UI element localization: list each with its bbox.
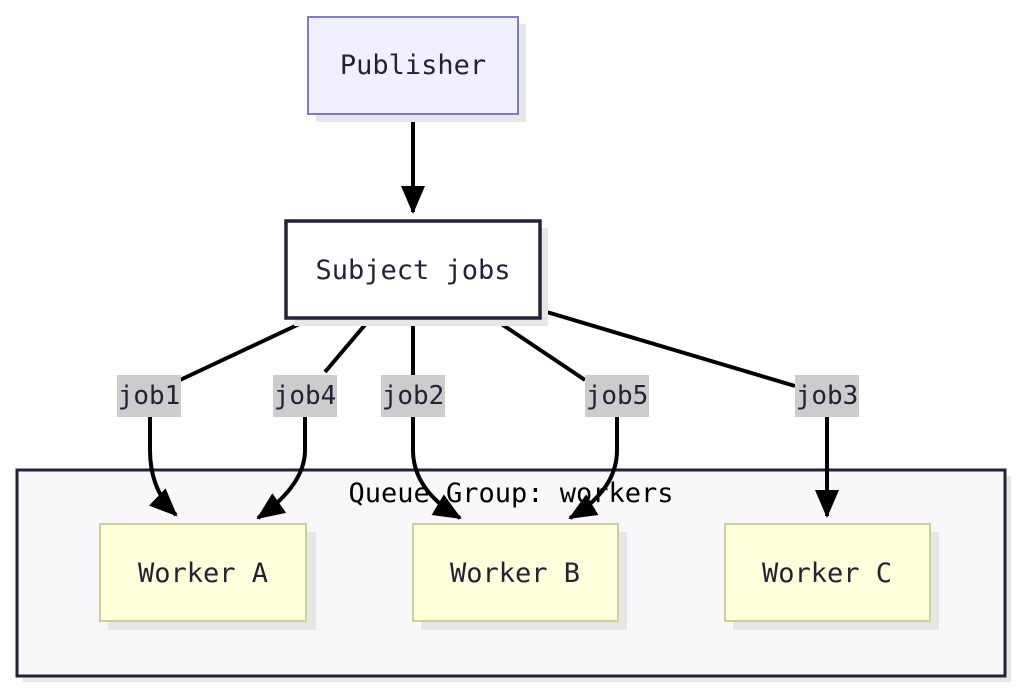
edge-label-job1: job1 bbox=[118, 381, 181, 411]
edge-job2 bbox=[411, 319, 460, 518]
node-worker-a: Worker A bbox=[99, 523, 316, 630]
edge-label-job5: job5 bbox=[586, 381, 649, 411]
publisher-label: Publisher bbox=[340, 50, 486, 81]
node-worker-b: Worker B bbox=[412, 523, 627, 630]
edge-label-bg-job4 bbox=[273, 375, 337, 417]
edge-job5 bbox=[492, 317, 619, 518]
worker-c-label: Worker C bbox=[762, 558, 892, 589]
edge-label-job4: job4 bbox=[274, 381, 337, 411]
publisher-box bbox=[307, 16, 519, 115]
edge-job3 bbox=[539, 308, 827, 516]
edge-job1 bbox=[150, 317, 311, 515]
worker-a-box bbox=[99, 523, 307, 622]
edge-job4 bbox=[258, 317, 372, 518]
edges bbox=[150, 115, 827, 518]
subject-label: Subject jobs bbox=[315, 255, 510, 286]
edge-label-bg-job3 bbox=[795, 375, 859, 417]
worker-a-label: Worker A bbox=[138, 558, 268, 589]
subject-box bbox=[284, 219, 542, 320]
edge-label-job3: job3 bbox=[796, 381, 859, 411]
node-subject: Subject jobs bbox=[284, 219, 548, 326]
edge-label-bg-job5 bbox=[585, 375, 649, 417]
node-worker-c: Worker C bbox=[724, 523, 939, 630]
edge-label-job2: job2 bbox=[382, 381, 445, 411]
edge-labels: job1 job4 job2 job5 job3 bbox=[117, 375, 859, 417]
worker-b-box bbox=[412, 523, 619, 622]
edge-label-bg-job1 bbox=[117, 375, 181, 417]
queue-group-label: Queue Group: workers bbox=[348, 478, 673, 509]
node-publisher: Publisher bbox=[307, 16, 526, 122]
worker-c-box bbox=[724, 523, 931, 622]
worker-b-label: Worker B bbox=[450, 558, 580, 589]
edge-label-bg-job2 bbox=[381, 375, 445, 417]
